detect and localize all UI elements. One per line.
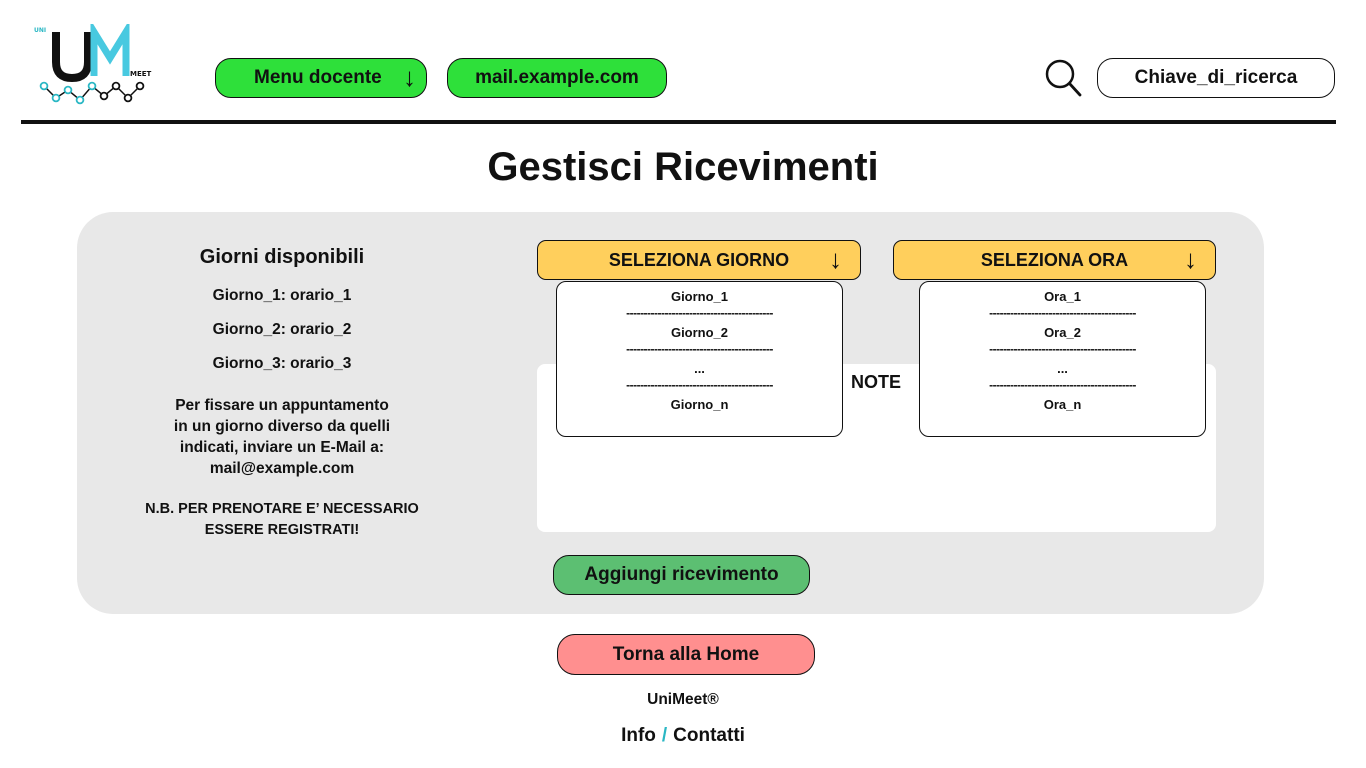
availability-section: Giorni disponibili Giorno_1: orario_1 Gi… [122,246,442,541]
footer-separator: / [661,725,668,746]
hour-dropdown-list: Ora_1 ----------------------------------… [919,281,1206,437]
footer-links: Info/Contatti [0,725,1366,747]
option-separator: ----------------------------------------… [989,342,1136,356]
info-line: in un giorno diverso da quelli [173,418,391,435]
hour-option[interactable]: ... [1057,361,1068,376]
brand-name: UniMeet® [647,691,719,708]
slot-item: Giorno_1: orario_1 [212,287,352,304]
notes-label: NOTE [851,372,902,392]
hour-option[interactable]: Ora_n [1043,397,1082,412]
day-option[interactable]: Giorno_1 [670,289,729,304]
day-option[interactable]: Giorno_2 [670,325,729,340]
arrow-down-icon: ↓ [403,62,416,92]
availability-title: Giorni disponibili [199,246,365,268]
unimeet-logo[interactable]: UNI MEET [34,19,174,110]
arrow-down-icon: ↓ [829,244,842,274]
option-separator: ----------------------------------------… [989,378,1136,392]
select-day-button[interactable]: SELEZIONA GIORNO ↓ [537,240,861,280]
appointment-info: Per fissare un appuntamento in un giorno… [122,395,442,479]
menu-docente-button[interactable]: Menu docente ↓ [215,58,427,98]
svg-text:UNI: UNI [34,27,46,34]
svg-text:MEET: MEET [130,70,152,78]
day-option[interactable]: ... [694,361,705,376]
notice-line: ESSERE REGISTRATI! [204,522,360,538]
select-day-label: SELEZIONA GIORNO [608,249,790,270]
info-email: mail@example.com [209,460,355,477]
select-hour-label: SELEZIONA ORA [980,249,1129,270]
mail-button[interactable]: mail.example.com [447,58,667,98]
day-option[interactable]: Giorno_n [670,397,729,412]
add-appointment-button[interactable]: Aggiungi ricevimento [553,555,810,595]
option-separator: ----------------------------------------… [989,306,1136,320]
arrow-down-icon: ↓ [1184,244,1197,274]
contacts-link[interactable]: Contatti [673,725,745,746]
option-separator: ----------------------------------------… [626,342,773,356]
hour-option[interactable]: Ora_2 [1044,325,1081,340]
slot-item: Giorno_3: orario_3 [212,355,352,372]
option-separator: ----------------------------------------… [626,306,773,320]
select-hour-button[interactable]: SELEZIONA ORA ↓ [893,240,1216,280]
option-separator: ----------------------------------------… [626,378,773,392]
info-link[interactable]: Info [621,725,656,746]
search-input[interactable]: Chiave_di_ricerca [1097,58,1335,98]
page-title: Gestisci Ricevimenti [487,145,879,189]
slot-item: Giorno_2: orario_2 [212,321,352,338]
day-dropdown-list: Giorno_1 -------------------------------… [556,281,843,437]
header-divider [21,120,1336,124]
registration-notice: N.B. PER PRENOTARE E’ NECESSARIO ESSERE … [122,499,442,541]
hour-option[interactable]: Ora_1 [1044,289,1081,304]
info-line: indicati, inviare un E-Mail a: [179,439,385,456]
notice-line: N.B. PER PRENOTARE E’ NECESSARIO [145,501,419,517]
menu-docente-label: Menu docente [254,67,382,88]
search-icon[interactable] [1044,58,1084,98]
info-line: Per fissare un appuntamento [175,397,389,414]
back-home-button[interactable]: Torna alla Home [557,634,815,675]
